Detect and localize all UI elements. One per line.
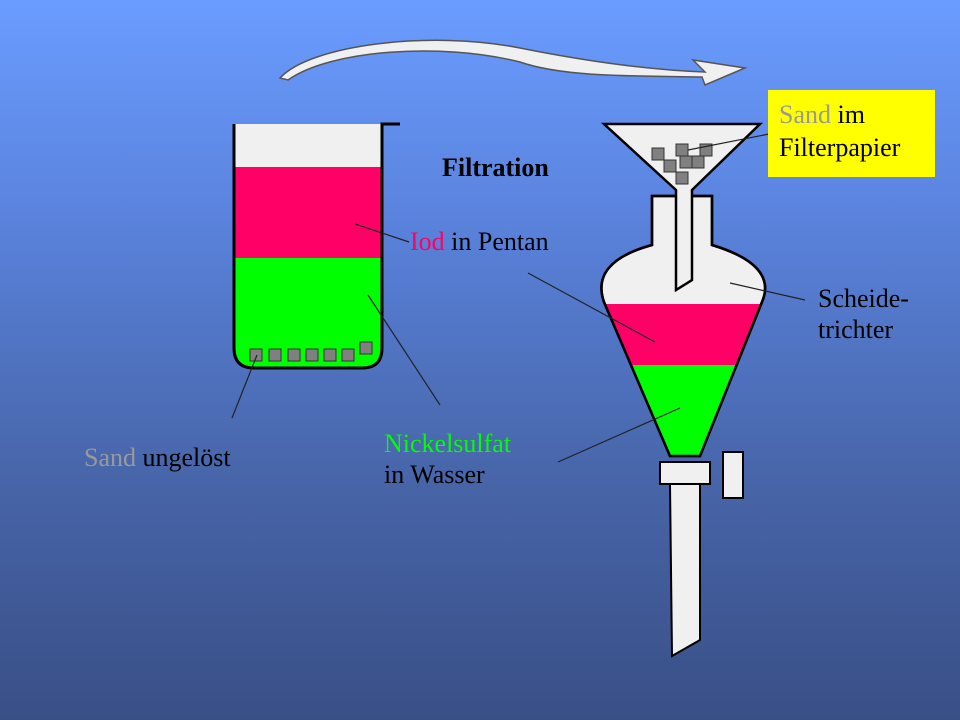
scheide-line2: trichter xyxy=(818,315,894,344)
nickel-line1: Nickelsulfat xyxy=(384,429,512,458)
pentan-layer-funnel xyxy=(606,304,761,365)
beaker xyxy=(232,122,400,370)
water-layer-beaker xyxy=(234,258,382,368)
separatory-funnel-label: Scheide- trichter xyxy=(818,283,909,345)
filter-line2: Filterpapier xyxy=(779,133,901,162)
pentan-layer-beaker xyxy=(234,167,382,258)
iod-highlight: Iod xyxy=(410,227,445,256)
water-layer-funnel xyxy=(631,365,736,456)
scheide-line1: Scheide- xyxy=(818,284,909,313)
filter-paper-label: Sand im Filterpapier xyxy=(768,90,935,177)
stopcock xyxy=(659,461,711,485)
filter-rest: im xyxy=(831,100,865,129)
sand-rest: ungelöst xyxy=(136,443,231,472)
filter-sand-highlight: Sand xyxy=(779,100,831,129)
diagram-title: Filtration xyxy=(442,153,549,182)
nickel-sulfate-label: Nickelsulfat in Wasser xyxy=(384,428,511,490)
leader-lines xyxy=(231,133,806,463)
stopcock-handle xyxy=(722,451,744,499)
transfer-arrow xyxy=(278,39,748,86)
iod-rest: in Pentan xyxy=(444,227,549,256)
filter-funnel xyxy=(600,122,764,293)
drain-tube xyxy=(668,483,701,658)
iod-pentan-label: Iod in Pentan xyxy=(410,226,549,257)
separatory-funnel xyxy=(600,194,767,658)
sand-highlight: Sand xyxy=(84,443,136,472)
sand-grains-filter xyxy=(651,143,713,185)
sand-grains-beaker xyxy=(249,341,373,362)
sand-undissolved-label: Sand ungelöst xyxy=(84,442,231,473)
nickel-line2: in Wasser xyxy=(384,460,485,489)
